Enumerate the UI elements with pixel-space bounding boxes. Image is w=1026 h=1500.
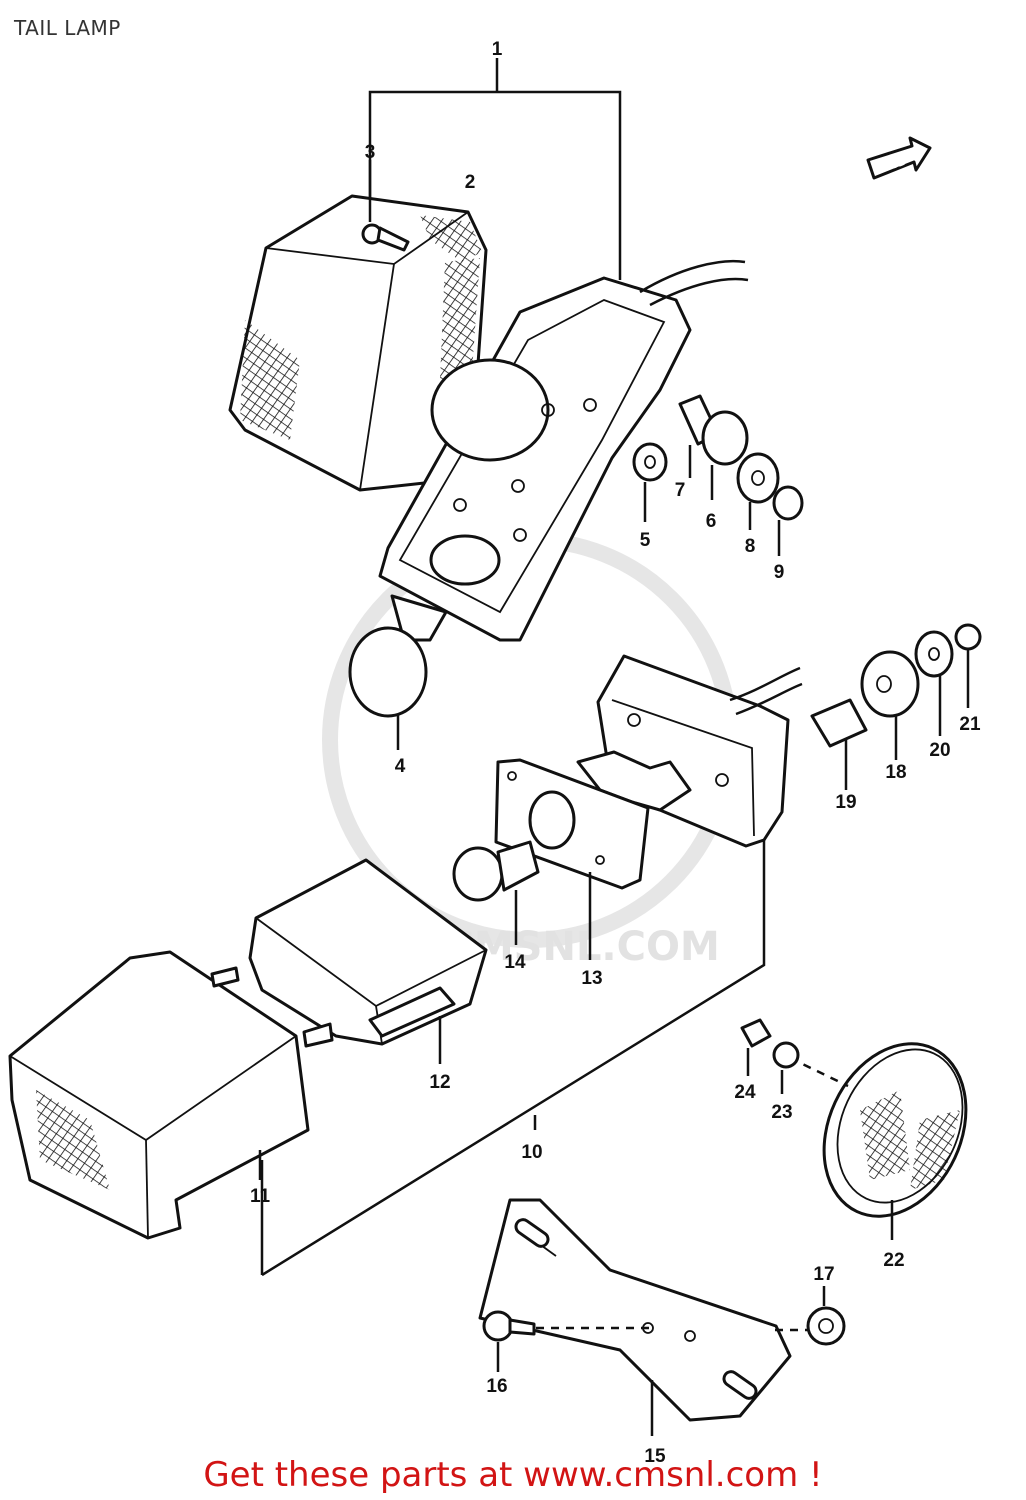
callout-24: 24 bbox=[734, 1082, 756, 1103]
callout-8: 8 bbox=[745, 536, 756, 557]
lower-housing bbox=[576, 654, 803, 848]
part-4-bulb bbox=[348, 594, 448, 750]
lower-fasteners bbox=[810, 623, 982, 790]
callout-10: 10 bbox=[521, 1142, 542, 1163]
bolt-and-nut bbox=[482, 1286, 846, 1372]
footer-link-text[interactable]: Get these parts at www.cmsnl.com ! bbox=[203, 1455, 823, 1495]
callout-15: 15 bbox=[644, 1446, 666, 1467]
callout-2: 2 bbox=[465, 172, 476, 193]
callout-21: 21 bbox=[959, 714, 981, 735]
callout-19: 19 bbox=[835, 792, 856, 813]
callouts: 1 2 3 4 5 6 7 8 9 10 11 12 13 14 15 16 1… bbox=[250, 39, 981, 1467]
assembly-10-bracket bbox=[260, 840, 766, 1277]
fwd-arrow-icon: FWD bbox=[866, 136, 932, 180]
callout-14: 14 bbox=[504, 952, 526, 973]
assembly-1-bracket bbox=[368, 58, 622, 280]
callout-4: 4 bbox=[395, 756, 406, 777]
callout-3: 3 bbox=[365, 142, 376, 163]
callout-23: 23 bbox=[771, 1102, 792, 1123]
part-3-screw bbox=[361, 160, 410, 252]
part-11-lower-lens bbox=[8, 950, 334, 1240]
callout-7: 7 bbox=[675, 480, 686, 501]
callout-18: 18 bbox=[885, 762, 906, 783]
callout-1: 1 bbox=[492, 39, 503, 60]
diagram-title: TAIL LAMP bbox=[14, 16, 121, 40]
part-12-bracket bbox=[248, 858, 488, 1064]
callout-20: 20 bbox=[929, 740, 950, 761]
callout-5: 5 bbox=[640, 530, 651, 551]
callout-9: 9 bbox=[774, 562, 785, 583]
callout-22: 22 bbox=[883, 1250, 904, 1271]
callout-6: 6 bbox=[706, 511, 717, 532]
part-15-license-bracket bbox=[478, 1198, 792, 1436]
callout-13: 13 bbox=[581, 968, 602, 989]
part-13-lamp-plate bbox=[494, 758, 650, 960]
reflector-assembly bbox=[740, 1018, 968, 1240]
part-2-upper-lens bbox=[228, 194, 488, 492]
upper-fasteners bbox=[632, 394, 804, 556]
part-14-small-bulb bbox=[452, 840, 540, 945]
callout-12: 12 bbox=[429, 1072, 450, 1093]
callout-17: 17 bbox=[813, 1264, 834, 1285]
callout-11: 11 bbox=[250, 1186, 271, 1207]
upper-housing bbox=[378, 259, 749, 642]
callout-16: 16 bbox=[486, 1376, 507, 1397]
